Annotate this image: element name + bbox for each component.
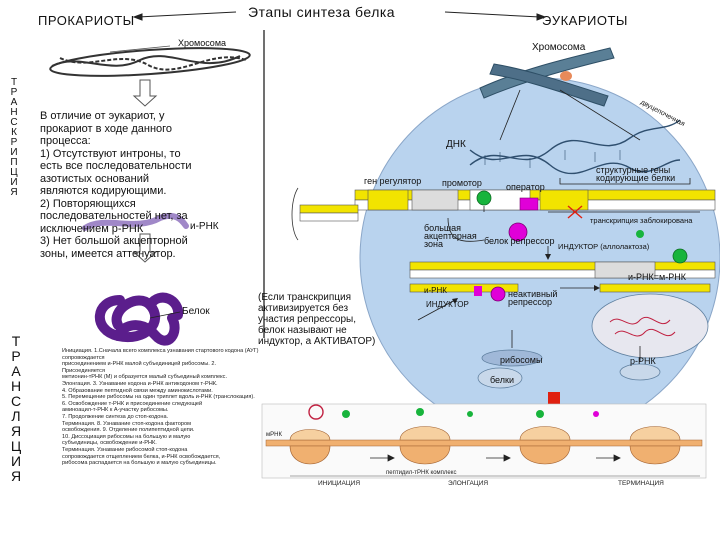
magenta-repressor (508, 222, 528, 242)
mrna-left-label: и-РНК (424, 286, 447, 295)
header-eukaryotes: ЭУКАРИОТЫ (542, 13, 628, 28)
eukaryote-chromosome (479, 47, 615, 107)
dna-helix (469, 119, 681, 175)
structural-genes-label: структурные гены кодирующие белки (596, 165, 676, 183)
inducer-label: ИНДУКТОР (аллолактоза) (558, 242, 650, 251)
green-protein-top (476, 190, 492, 206)
prokaryote-arrow-1 (132, 79, 158, 107)
green-protein-side (672, 248, 688, 264)
transcription-blocked-label: транскрипция заблокирована (590, 216, 693, 225)
prokaryote-mrna-label: и-РНК (190, 221, 219, 232)
page-title: Этапы синтеза белка (248, 4, 396, 20)
header-arrows (132, 11, 547, 21)
prokaryote-description: В отличие от эукариот, у прокариот в ход… (40, 110, 192, 260)
mrna-equation-label: и-РНК=м-РНК (628, 272, 686, 282)
proteins-blob (477, 367, 523, 389)
gene-strip-bottom (409, 261, 716, 279)
inducer-bottom-label: ИНДУКТОР (426, 300, 469, 309)
inactive-repressor-label: неактивный репрессор (508, 289, 558, 307)
ribosomes-blob (481, 349, 543, 367)
ribosome-area (591, 293, 709, 359)
header-bar: ПРОКАРИОТЫ Этапы синтеза белка ЭУКАРИОТЫ (0, 0, 720, 32)
repressor-label: белок репрессор (484, 236, 555, 246)
inactive-repressor (474, 286, 482, 296)
operator-label: оператор (506, 182, 545, 192)
ribosome-cards (289, 426, 681, 465)
dna-label: ДНК (446, 139, 466, 150)
stage-elongation: ЭЛОНГАЦИЯ (448, 480, 489, 487)
stage-termination: ТЕРМИНАЦИЯ (618, 480, 664, 487)
header-prokaryotes: ПРОКАРИОТЫ (38, 13, 135, 28)
eukaryote-chromosome-label: Хромосома (532, 42, 586, 53)
trna-marks (342, 408, 599, 418)
stage-initiation: ИНИЦИАЦИЯ (318, 480, 361, 487)
chromosome-zoom-lines (499, 89, 641, 141)
rrna-blob (619, 363, 661, 381)
eukaryote-cell (359, 77, 720, 439)
gene-strip-side (299, 204, 359, 222)
prokaryote-protein-label: Белок (182, 306, 210, 317)
protein-label: белки (490, 375, 514, 385)
prokaryote-protein-knot (94, 292, 184, 346)
prokaryote-arrow-2 (132, 233, 158, 263)
ribosome-label: рибосомы (500, 355, 543, 365)
complex-label: пептидил-тРНК комплекс (386, 470, 457, 476)
blocked-arrow (548, 205, 700, 219)
prokaryote-chromosome (49, 47, 251, 77)
prokaryote-chromosome-label: Хромосома (178, 38, 227, 48)
acceptor-zone-label: большая акцепторная зона (424, 223, 477, 249)
transcription-vertical-label: Т Р А Н С К Р И П Ц И Я (10, 77, 18, 198)
translation-description: Инициация. 1.Сначала всего комплекса узн… (62, 348, 259, 467)
rrna-label: р-РНК (630, 356, 656, 366)
translation-vertical-label: Т Р А Н С Л Я Ц И Я (10, 333, 22, 484)
activator-note: (Если транскрипция активизируется без уч… (258, 292, 376, 347)
promoter-label: промотор (442, 178, 482, 188)
regulator-label: ген регулятор (364, 176, 422, 186)
translation-mrna-label: мРНК (266, 432, 282, 438)
prokaryote-mrna-strand (82, 212, 189, 231)
magenta-block-top (519, 197, 539, 211)
